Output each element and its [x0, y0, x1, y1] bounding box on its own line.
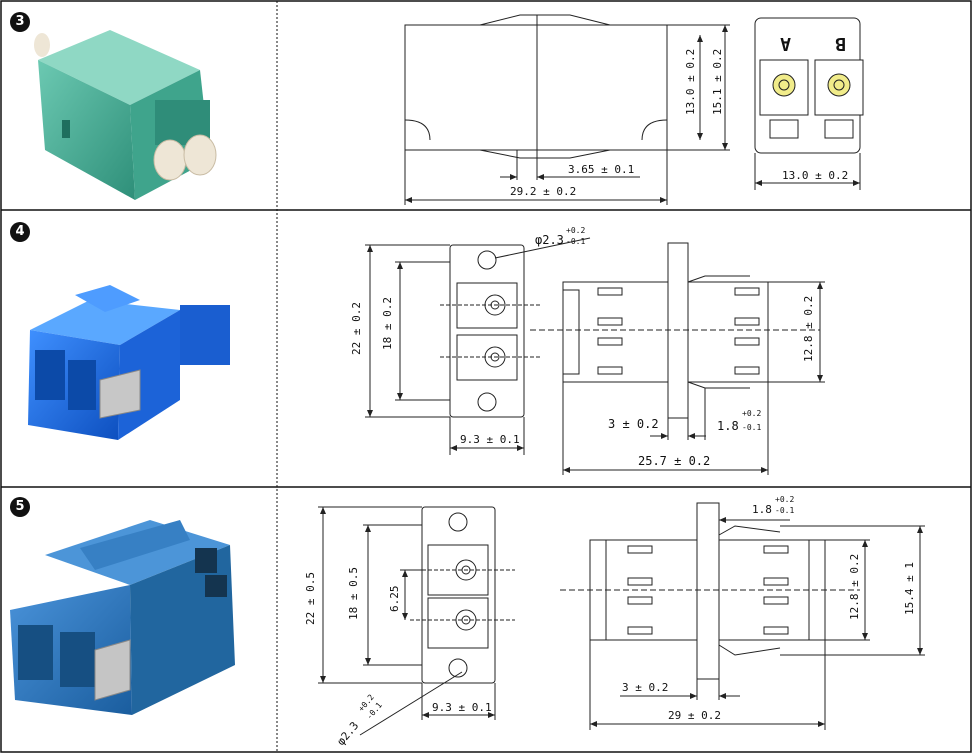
row-4-product-photo: [28, 285, 230, 440]
row-4-dim-height: 22 ± 0.2: [350, 302, 363, 355]
row-3-dim-gap: 3.65 ± 0.1: [568, 163, 634, 176]
row-5-dim-pitch: 6.25: [388, 586, 401, 613]
row-4-dim-width: 9.3 ± 0.1: [460, 433, 520, 446]
row-5-side-view: [560, 502, 925, 730]
row-5-dim-length: 29 ± 0.2: [668, 709, 721, 722]
row-3-dim-width: 13.0 ± 0.2: [782, 169, 848, 182]
row-4-dim-hole: φ2.3: [535, 233, 564, 247]
row-4-dim-length: 25.7 ± 0.2: [638, 454, 710, 468]
row-5-dim-clip-minus: -0.1: [775, 506, 794, 515]
row-4-number: 4: [10, 222, 30, 242]
row-3-dim-length: 29.2 ± 0.2: [510, 185, 576, 198]
row-3-product-photo: [34, 30, 217, 200]
row-4-dim-inner: 18 ± 0.2: [381, 297, 394, 350]
row-5-dim-width: 9.3 ± 0.1: [432, 701, 492, 714]
row-5-product-photo: [10, 520, 235, 715]
row-3-port-b: B: [835, 33, 846, 54]
row-4-side-view: [530, 242, 825, 475]
row-3-port-a: A: [780, 33, 791, 54]
row-3-front-view: [754, 17, 864, 190]
row-4-dim-flange: 3 ± 0.2: [608, 417, 659, 431]
row-5-dim-height: 22 ± 0.5: [304, 572, 317, 625]
row-5-front-view: [318, 506, 515, 736]
row-3-side-view: [404, 14, 730, 205]
row-4-dim-clip-minus: -0.1: [742, 423, 761, 432]
row-5-number: 5: [10, 497, 30, 517]
row-5-dim-body-height: 12.8 ± 0.2: [848, 554, 861, 620]
row-4-dim-clip: 1.8: [717, 419, 739, 433]
row-5-dim-inner: 18 ± 0.5: [347, 567, 360, 620]
row-3-dim-inner-height: 13.0 ± 0.2: [684, 49, 697, 115]
row-4-dim-body-height: 12.8 ± 0.2: [802, 296, 815, 362]
row-4-front-view: [365, 237, 591, 455]
row-5-dim-clip: 1.8: [752, 503, 772, 516]
row-5-dim-hole: φ2.3: [334, 719, 361, 748]
row-5-dim-clip-plus: +0.2: [775, 495, 794, 504]
row-3-dim-outer-height: 15.1 ± 0.2: [711, 49, 724, 115]
row-5-dim-outer-height: 15.4 ± 1: [903, 562, 916, 615]
row-4-dim-hole-minus: -0.1: [566, 237, 585, 246]
row-4-dim-hole-plus: +0.2: [566, 226, 585, 235]
row-4-dim-clip-plus: +0.2: [742, 409, 761, 418]
row-5-dim-flange: 3 ± 0.2: [622, 681, 668, 694]
row-3-number: 3: [10, 12, 30, 32]
